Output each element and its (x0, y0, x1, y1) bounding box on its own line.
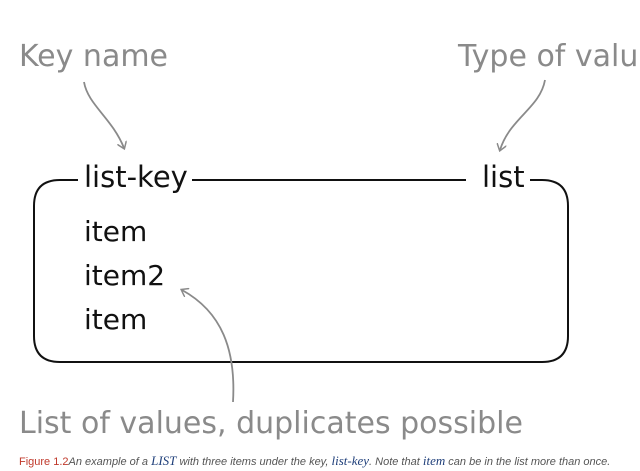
caption-text: can be in the list more than once. (445, 456, 611, 468)
figure-caption: Figure 1.2An example of a LIST with thre… (19, 453, 610, 469)
key-name-arrow (83, 81, 124, 148)
list-item: item2 (84, 259, 166, 292)
caption-code: item (422, 453, 446, 468)
type-of-values-annotation: Type of valu (458, 39, 639, 74)
values-arrow (182, 290, 235, 403)
caption-text: . Note that (369, 456, 423, 468)
caption-figure-number: Figure 1.2 (19, 456, 69, 468)
caption-code: LIST (151, 453, 177, 468)
caption-text: with three items under the key, (176, 456, 332, 468)
list-item: item (84, 303, 148, 336)
type-label: list (478, 163, 529, 192)
caption-code: list-key (331, 453, 370, 468)
type-arrow (500, 79, 546, 150)
key-name-annotation: Key name (19, 39, 169, 74)
list-of-values-annotation: List of values, duplicates possible (19, 406, 523, 441)
list-item: item (84, 215, 148, 248)
value-box-border (33, 179, 569, 363)
caption-text: An example of a (68, 456, 152, 468)
key-label: list-key (80, 163, 192, 192)
